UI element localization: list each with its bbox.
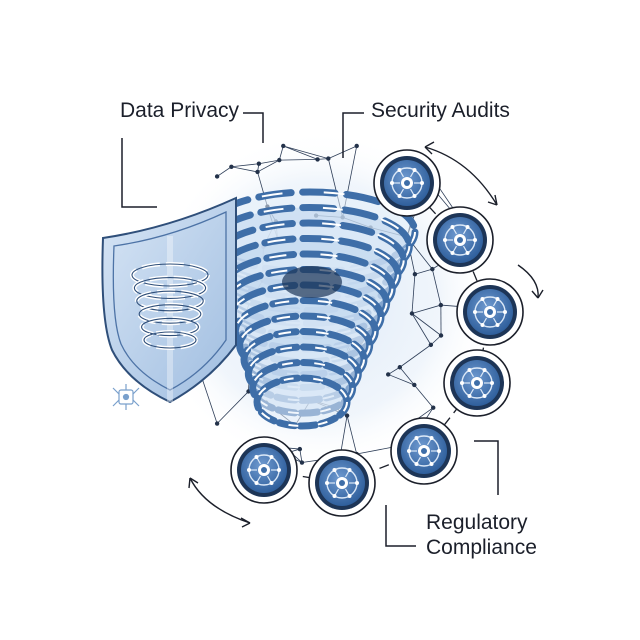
mesh-node — [412, 382, 417, 388]
vortex-highlight — [208, 206, 411, 286]
mesh-node — [277, 157, 282, 163]
mesh-node — [431, 405, 436, 410]
rotation-arrow-icon — [517, 264, 544, 299]
vortex-highlight — [251, 361, 354, 415]
vortex-highlight — [204, 191, 416, 273]
regulatory-label-line1: Regulatory — [426, 511, 528, 534]
vortex-highlight — [217, 237, 399, 312]
mesh-node — [255, 169, 260, 175]
leader-line-data-privacy — [243, 112, 264, 143]
shield-swirl-outline — [136, 290, 204, 312]
leader-line-data-privacy-left — [121, 138, 157, 208]
mesh-node — [438, 333, 444, 338]
security-audits-label: Security Audits — [371, 99, 510, 122]
shield-swirl-outline — [138, 304, 202, 324]
rotation-arrow-icon — [188, 477, 251, 528]
mesh-node — [430, 266, 435, 272]
data-privacy-label: Data Privacy — [120, 99, 240, 122]
vortex-core — [282, 266, 342, 298]
regulatory-label-line2: Compliance — [426, 536, 537, 559]
compliance-node-icon — [443, 349, 511, 417]
mesh-node — [214, 421, 220, 426]
mesh-node — [409, 311, 415, 316]
mesh-node — [438, 302, 444, 308]
rotation-arrow-icon — [424, 141, 498, 206]
shield-swirl-icon — [130, 262, 210, 350]
small-circuit-icon — [112, 384, 140, 410]
mesh-node — [385, 372, 391, 377]
vortex-highlight — [256, 377, 348, 427]
mesh-node — [297, 446, 303, 452]
mesh-node — [229, 164, 234, 169]
vortex-highlight — [230, 284, 382, 350]
compliance-node-icon — [426, 206, 494, 274]
vortex-highlight — [221, 252, 394, 325]
vortex-highlight — [247, 346, 360, 402]
mesh-node — [214, 174, 220, 179]
mesh-node — [354, 143, 359, 149]
mesh-node — [412, 272, 418, 277]
vortex-highlight — [238, 315, 371, 376]
compliance-node-icon — [308, 449, 376, 517]
shield-swirl-outline — [143, 331, 197, 349]
leader-line-regulatory-top — [474, 440, 499, 495]
shield-icon — [101, 196, 237, 404]
mesh-node — [428, 342, 434, 348]
leader-line-security-audits — [342, 112, 364, 158]
mesh-node — [344, 413, 350, 418]
leader-lines — [121, 112, 499, 547]
mesh-node — [326, 156, 331, 161]
compliance-node-icon — [230, 436, 298, 504]
vortex-highlight — [243, 330, 365, 389]
regulatory-compliance-label: Regulatory Compliance — [426, 510, 537, 560]
vortex-ring — [253, 374, 351, 430]
shield-swirl-outline — [133, 277, 207, 299]
leader-line-regulatory-bottom — [385, 505, 416, 547]
vortex-highlight — [212, 222, 405, 299]
shield-swirl-outline — [141, 317, 199, 337]
shield-swirl-outline — [131, 263, 209, 287]
vortex-highlight — [234, 299, 377, 363]
mesh-node — [397, 365, 403, 370]
compliance-node-icon — [456, 278, 524, 346]
mesh-node — [299, 460, 305, 465]
mesh-node — [281, 143, 286, 149]
mesh-node — [315, 157, 320, 162]
compliance-node-ring — [230, 149, 524, 517]
compliance-node-icon — [390, 417, 458, 485]
mesh-node — [256, 161, 262, 166]
compliance-node-icon — [373, 149, 441, 217]
vortex-highlight — [225, 268, 388, 338]
